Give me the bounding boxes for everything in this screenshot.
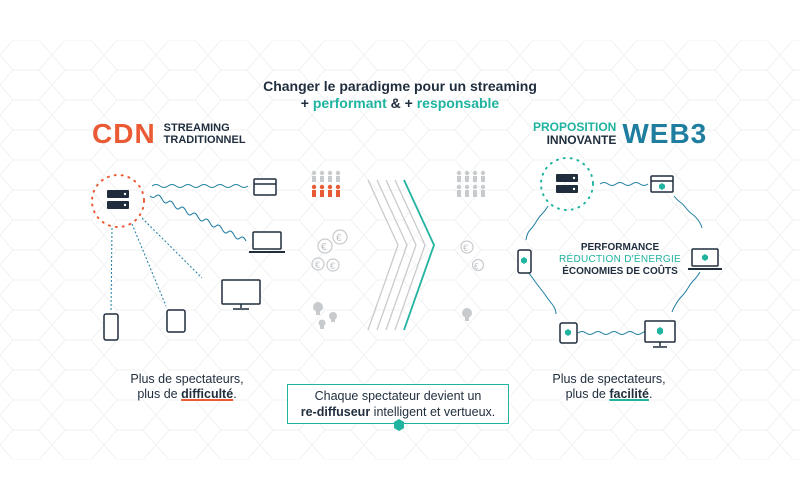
phone-icon-right (517, 249, 532, 274)
laptop-icon (249, 231, 285, 253)
web3-label: WEB3 (622, 118, 708, 149)
tablet-icon-right (559, 322, 578, 344)
svg-text:€: € (330, 261, 335, 271)
phone-icon (103, 313, 119, 341)
difficulty-word: difficulté (181, 387, 234, 401)
cdn-label: CDN (92, 118, 156, 149)
web3-subtitle: PROPOSITION INNOVANTE (533, 120, 617, 147)
svg-text:€: € (474, 262, 479, 271)
browser-window-icon-right (650, 175, 674, 193)
cdn-brand: CDN STREAMING TRADITIONNEL (92, 118, 246, 150)
lightbulb-icon-left (313, 302, 337, 329)
monitor-icon-right (644, 320, 676, 348)
performant-word: performant (312, 95, 387, 111)
svg-text:€: € (315, 260, 320, 270)
cost-savings-label: ÉCONOMIES DE COÛTS (562, 266, 678, 277)
svg-text:€: € (463, 243, 468, 253)
monitor-icon (221, 279, 261, 310)
facility-word: facilité (609, 387, 649, 401)
energy-reduction-label: RÉDUCTION D'ÉNERGIE (558, 254, 682, 265)
cdn-connections (110, 184, 249, 313)
caption-left: Plus de spectateurs, plus de difficulté. (130, 372, 244, 401)
rediffuser-word: re-diffuseur (300, 405, 371, 419)
web3-server-icon (540, 157, 594, 211)
people-icon-left (311, 170, 341, 197)
web3-brand: PROPOSITION INNOVANTE WEB3 (533, 118, 707, 150)
web3-benefits: PERFORMANCE RÉDUCTION D'ÉNERGIE ÉCONOMIE… (540, 242, 700, 278)
lightbulb-icon-right (462, 308, 472, 321)
performance-label: PERFORMANCE (580, 242, 660, 253)
responsable-word: responsable (416, 95, 500, 111)
hexagon-dot-icon (394, 419, 404, 431)
laptop-icon-right (688, 248, 722, 270)
tablet-icon (166, 309, 186, 333)
euro-icon-left: € € € € (311, 229, 348, 272)
chevron-arrows-icon (367, 179, 435, 331)
rediffuser-box: Chaque spectateur devient un re-diffuseu… (287, 384, 509, 424)
people-icon-right (456, 170, 486, 197)
svg-text:€: € (321, 242, 327, 253)
header-title-line1: Changer le paradigme pour un streaming (263, 78, 537, 94)
caption-right: Plus de spectateurs, plus de facilité. (552, 372, 666, 401)
header-title-line2: + performant & + responsable (300, 95, 500, 111)
web3-connections (525, 182, 703, 335)
cdn-subtitle: STREAMING TRADITIONNEL (163, 122, 246, 146)
cdn-server-icon (91, 174, 145, 228)
svg-text:€: € (336, 233, 342, 244)
euro-icon-right: € € (460, 240, 485, 272)
browser-window-icon (253, 178, 277, 196)
